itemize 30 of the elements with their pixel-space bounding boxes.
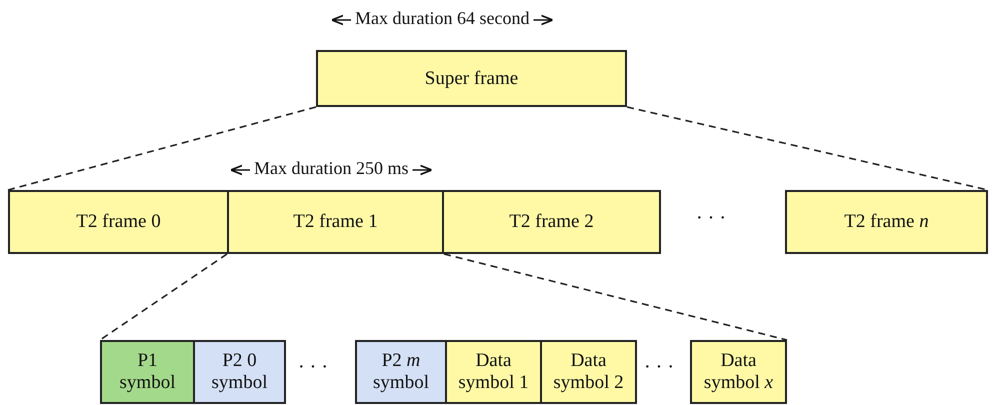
node-label: T2 frame 1 (293, 211, 378, 233)
node-label: Data symbol 2 (552, 350, 625, 394)
node-label: T2 frame n (844, 211, 929, 233)
ellipsis: · · · (644, 356, 674, 379)
symbol-box (540, 340, 637, 404)
symbol-box (445, 340, 542, 404)
frame-box (316, 50, 627, 107)
ellipsis: · · · (696, 207, 726, 230)
duration-label: Max duration 64 second (355, 8, 530, 29)
node-label: Data symbol 1 (457, 350, 530, 394)
expansion-line (444, 253, 788, 341)
node-label: P2 m symbol (372, 350, 430, 394)
node-label: P2 0 symbol (210, 350, 268, 394)
symbol-box (193, 340, 286, 404)
ellipsis: · · · (298, 356, 328, 379)
node-label: Data symbol x (702, 350, 774, 394)
node-label: T2 frame 2 (509, 211, 594, 233)
symbol-box (100, 340, 195, 404)
expansion-line (100, 253, 228, 341)
expansion-line (8, 106, 316, 191)
node-label: P1 symbol (118, 350, 176, 394)
symbol-box (355, 340, 447, 404)
frame-box (8, 190, 229, 254)
duration-label: Max duration 250 ms (254, 158, 408, 179)
node-label: T2 frame 0 (76, 211, 161, 233)
frame-box (442, 190, 661, 254)
symbol-box (690, 340, 787, 404)
frame-box (227, 190, 444, 254)
node-label: Super frame (424, 68, 518, 90)
frame-box (785, 190, 988, 254)
